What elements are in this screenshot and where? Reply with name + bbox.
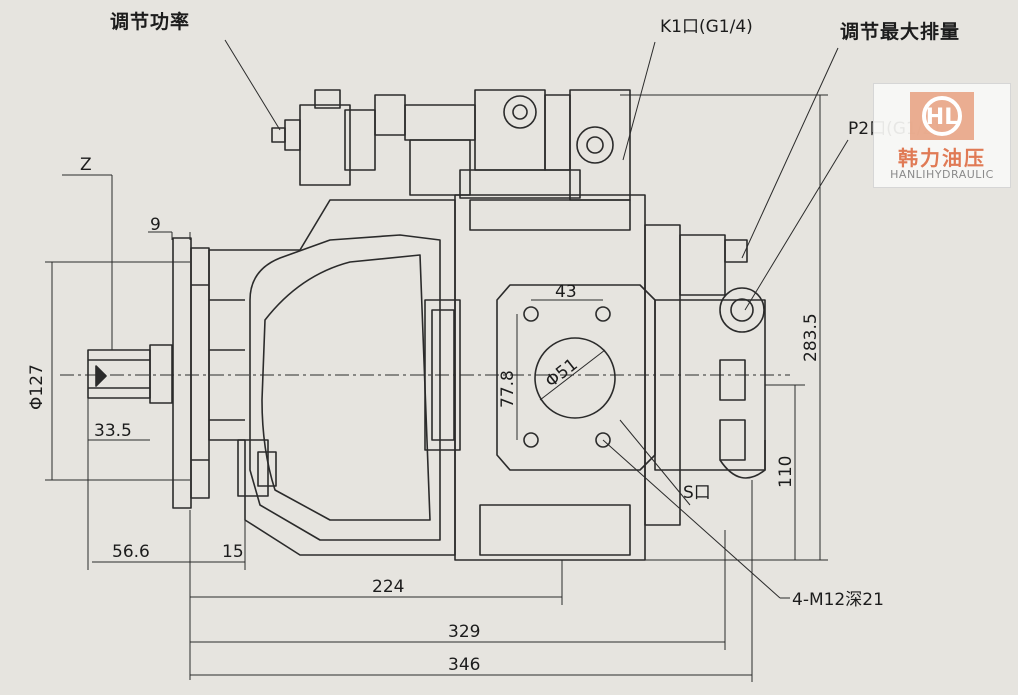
mounting-flange (172, 237, 210, 509)
dimension-lines (45, 39, 849, 682)
dim-43: 43 (555, 282, 577, 302)
dim-15: 15 (222, 542, 244, 562)
dim-33-5: 33.5 (94, 421, 132, 441)
dim-346: 346 (448, 655, 480, 675)
dim-phi127: Φ127 (27, 364, 47, 410)
label-mount-holes: 4-M12深21 (792, 590, 884, 610)
logo-name-cn: 韩力油压 (898, 146, 986, 170)
k1-port-circle (503, 95, 537, 129)
control-valve-assembly (271, 89, 631, 201)
power-adjust-screw (271, 127, 286, 143)
dim-329: 329 (448, 622, 480, 642)
label-max-displacement: 调节最大排量 (840, 20, 960, 43)
suction-port-circle (534, 337, 616, 419)
front-housing (208, 199, 456, 556)
shaft-key-icon (95, 365, 107, 387)
dimension-labels: Z 9 Φ127 33.5 56.6 15 224 329 346 43 77.… (27, 155, 821, 675)
dim-56-6: 56.6 (112, 542, 150, 562)
logo-name-en: HANLIHYDRAULIC (890, 168, 994, 181)
rear-end-cover (644, 224, 766, 526)
p2-port-circle (719, 287, 765, 333)
callout-labels: 调节功率 K1口(G1/4) 调节最大排量 P2口(G1/2) S口 4-M12… (110, 10, 960, 610)
label-s-port: S口 (683, 483, 711, 503)
upper-port-circle (576, 126, 614, 164)
dim-224: 224 (372, 577, 404, 597)
logo-mark-text: HL (926, 105, 958, 130)
suction-port-plate (496, 284, 656, 471)
max-displacement-screw (724, 239, 748, 263)
dim-z: Z (80, 155, 92, 175)
brand-logo: HL 韩力油压 HANLIHYDRAULIC (873, 83, 1011, 188)
dim-110: 110 (776, 456, 796, 488)
label-k1-port: K1口(G1/4) (660, 17, 753, 37)
center-body (424, 194, 646, 561)
dim-9: 9 (150, 215, 161, 235)
label-power-adjust: 调节功率 (110, 10, 190, 33)
drive-shaft (87, 344, 173, 404)
dim-phi51: Φ51 (542, 355, 582, 392)
dim-77-8: 77.8 (498, 370, 518, 408)
hl-logo-icon: HL (910, 92, 974, 140)
dim-283-5: 283.5 (801, 313, 821, 362)
